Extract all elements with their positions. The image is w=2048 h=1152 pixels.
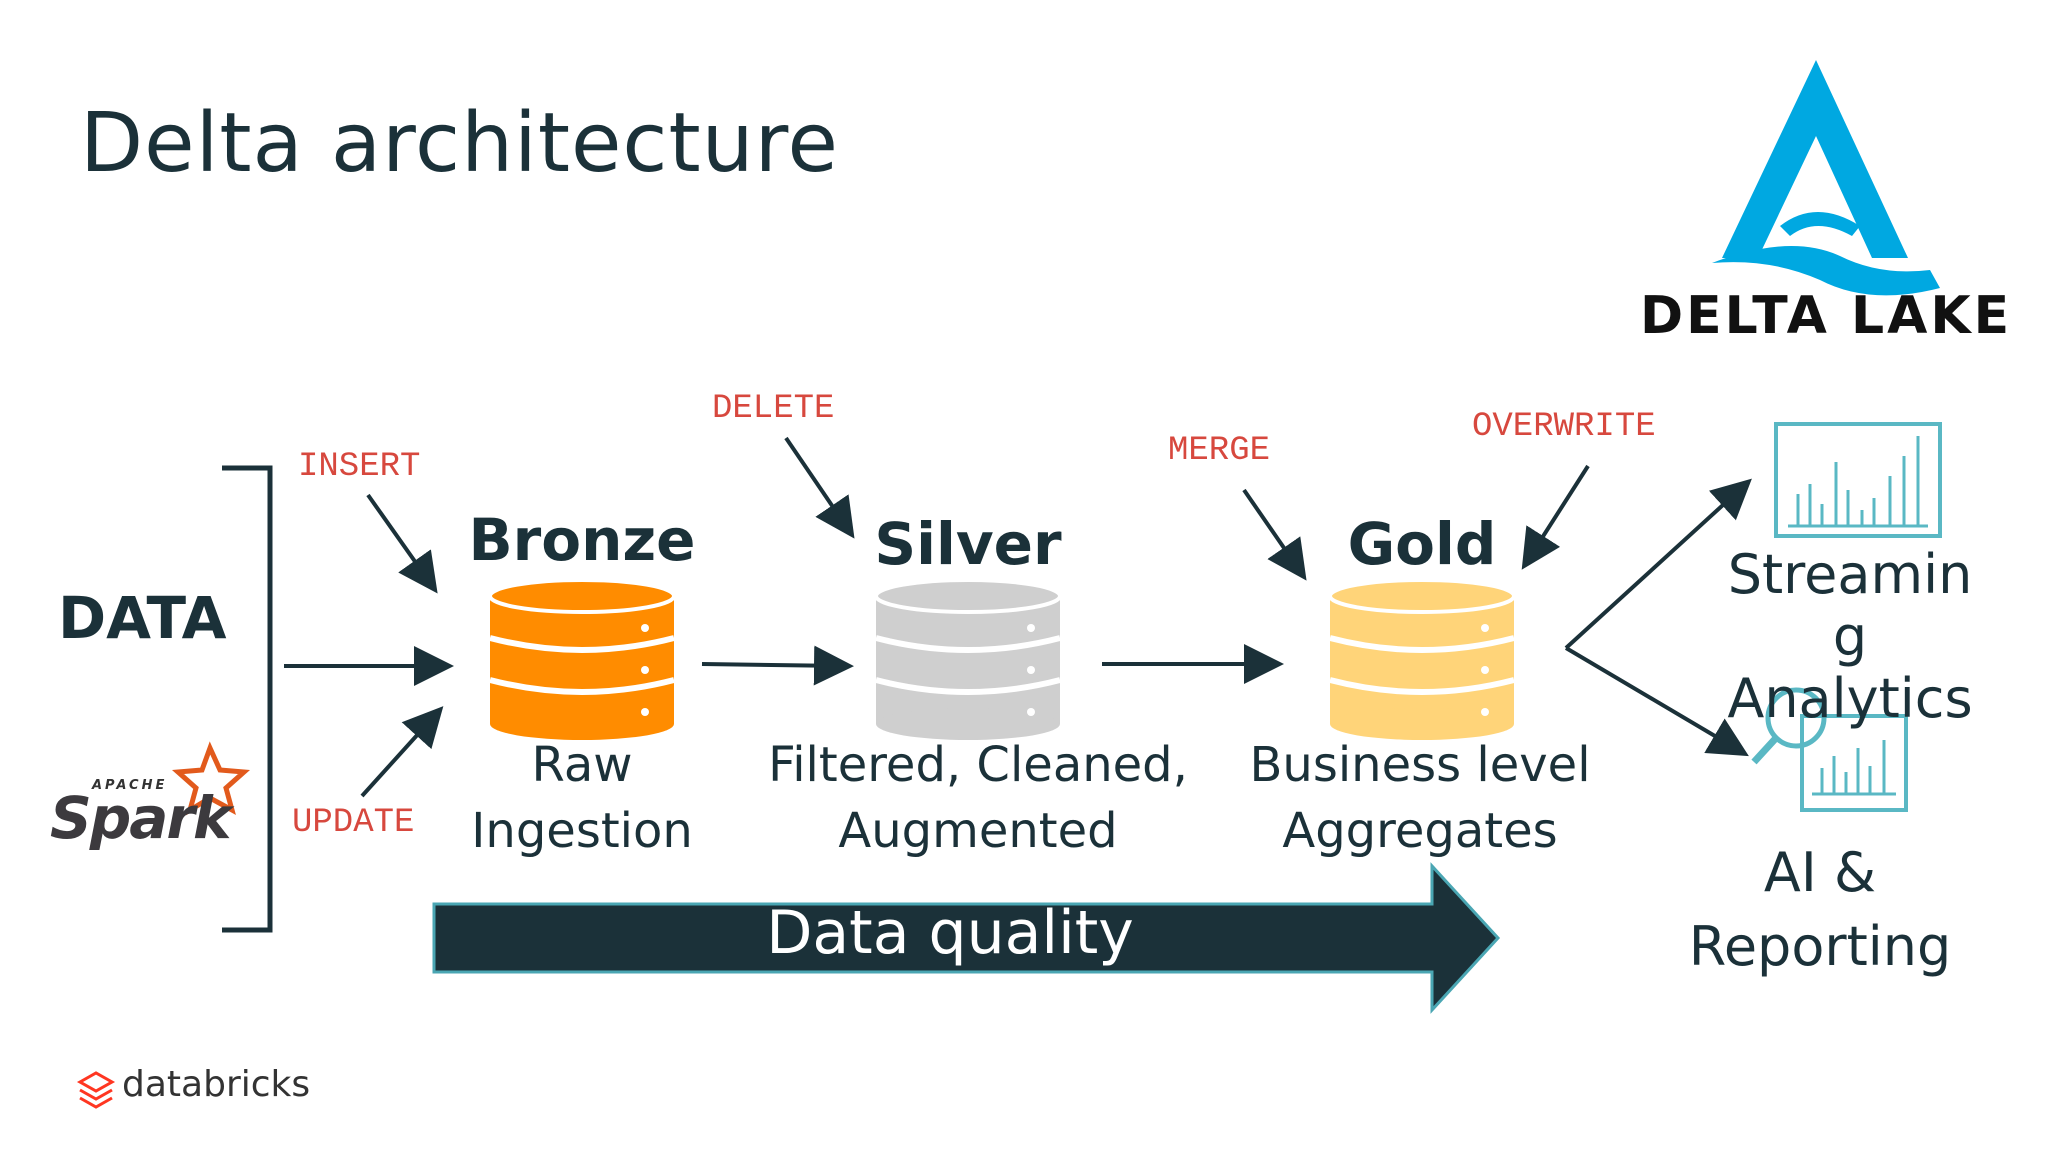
data-source-label: DATA xyxy=(58,584,227,652)
arrow-merge xyxy=(1242,488,1307,581)
insert-label: INSERT xyxy=(298,448,421,486)
reporting-chart-icon xyxy=(1800,714,1908,812)
magnifier-icon xyxy=(1751,687,1827,765)
gold-tier-title: Gold xyxy=(1347,510,1497,578)
spark-wordmark: Spark xyxy=(50,784,232,852)
gold-description-line1: Business level xyxy=(1249,737,1591,793)
ai-reporting-label: AI & Reporting xyxy=(1660,836,1980,984)
arrow-insert xyxy=(366,493,438,594)
bronze-description: Raw Ingestion xyxy=(432,732,732,864)
bronze-database-icon xyxy=(488,578,676,740)
spark-star-icon xyxy=(171,741,251,816)
bronze-description-line1: Raw xyxy=(531,737,633,793)
delete-label: DELETE xyxy=(712,390,835,428)
silver-description: Filtered, Cleaned, Augmented xyxy=(768,732,1188,864)
gold-description: Business level Aggregates xyxy=(1240,732,1600,864)
delta-lake-icon xyxy=(1712,60,1940,296)
arrow-gold-to-streaming xyxy=(1564,478,1752,650)
arrow-update xyxy=(360,706,444,798)
silver-description-line1: Filtered, Cleaned, xyxy=(768,737,1188,793)
ai-line1: AI & xyxy=(1763,841,1877,904)
streaming-chart-icon xyxy=(1774,422,1942,538)
update-label: UPDATE xyxy=(292,804,415,842)
overwrite-label: OVERWRITE xyxy=(1472,408,1656,446)
ai-line2: Reporting xyxy=(1688,915,1952,978)
arrow-delete xyxy=(784,436,855,539)
spark-logo: APACHE Spark xyxy=(50,778,250,852)
bronze-tier-title: Bronze xyxy=(468,506,696,574)
gold-database-icon xyxy=(1328,578,1516,740)
silver-tier-title: Silver xyxy=(874,510,1062,578)
data-quality-arrow xyxy=(432,862,1501,1014)
source-bracket xyxy=(222,465,273,933)
merge-label: MERGE xyxy=(1168,432,1271,470)
databricks-logo-icon xyxy=(76,1071,116,1109)
arrow-gold-to-ai xyxy=(1564,646,1749,757)
streaming-line2: g xyxy=(1832,605,1868,668)
streaming-line3: Analytics xyxy=(1727,667,1973,730)
data-quality-label: Data quality xyxy=(766,898,1134,968)
delta-lake-wordmark: DELTA LAKE xyxy=(1640,286,2013,346)
arrow-bronze-to-silver xyxy=(701,645,854,686)
page-title: Delta architecture xyxy=(80,96,840,191)
gold-description-line2: Aggregates xyxy=(1282,803,1558,859)
streaming-line1: Streamin xyxy=(1727,543,1973,606)
delta-lake-logo: DELTA LAKE xyxy=(1640,58,2020,358)
streaming-analytics-label: Streamin g Analytics xyxy=(1700,544,2000,730)
silver-description-line2: Augmented xyxy=(838,803,1118,859)
spark-apache-text: APACHE xyxy=(92,778,168,793)
databricks-wordmark: databricks xyxy=(122,1064,311,1105)
bronze-description-line2: Ingestion xyxy=(471,803,693,859)
silver-database-icon xyxy=(874,578,1062,740)
arrow-overwrite xyxy=(1521,464,1590,570)
